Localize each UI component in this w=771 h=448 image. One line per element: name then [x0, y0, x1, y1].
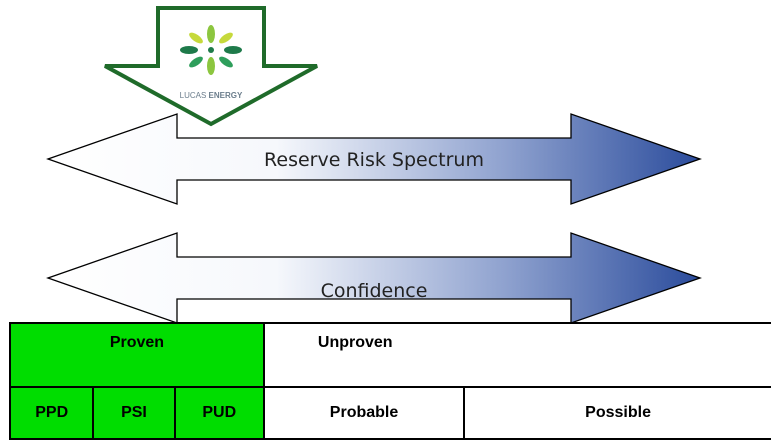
- logo-wordmark: LUCAS ENERGY: [180, 91, 243, 100]
- ppd-cell: PPD: [8, 386, 95, 440]
- logo-icon: [180, 25, 242, 75]
- reserve-classification-table: Proven Unproven PPD PSI PUD Probable Pos…: [8, 322, 771, 440]
- unproven-cell: Unproven: [262, 322, 771, 388]
- risk-spectrum-label: Reserve Risk Spectrum: [264, 149, 484, 171]
- table-row: Proven Unproven: [9, 322, 771, 388]
- psi-cell: PSI: [92, 386, 176, 440]
- pud-cell: PUD: [173, 386, 265, 440]
- confidence-label: Confidence: [321, 280, 428, 302]
- possible-cell: Possible: [463, 386, 771, 440]
- confidence-arrow: Confidence: [46, 232, 702, 324]
- table-row: PPD PSI PUD Probable Possible: [8, 386, 771, 440]
- proven-cell: Proven: [9, 322, 265, 388]
- probable-cell: Probable: [262, 386, 466, 440]
- logo-arrow: LUCAS ENERGY: [104, 6, 318, 127]
- risk-spectrum-arrow: Reserve Risk Spectrum: [46, 113, 702, 205]
